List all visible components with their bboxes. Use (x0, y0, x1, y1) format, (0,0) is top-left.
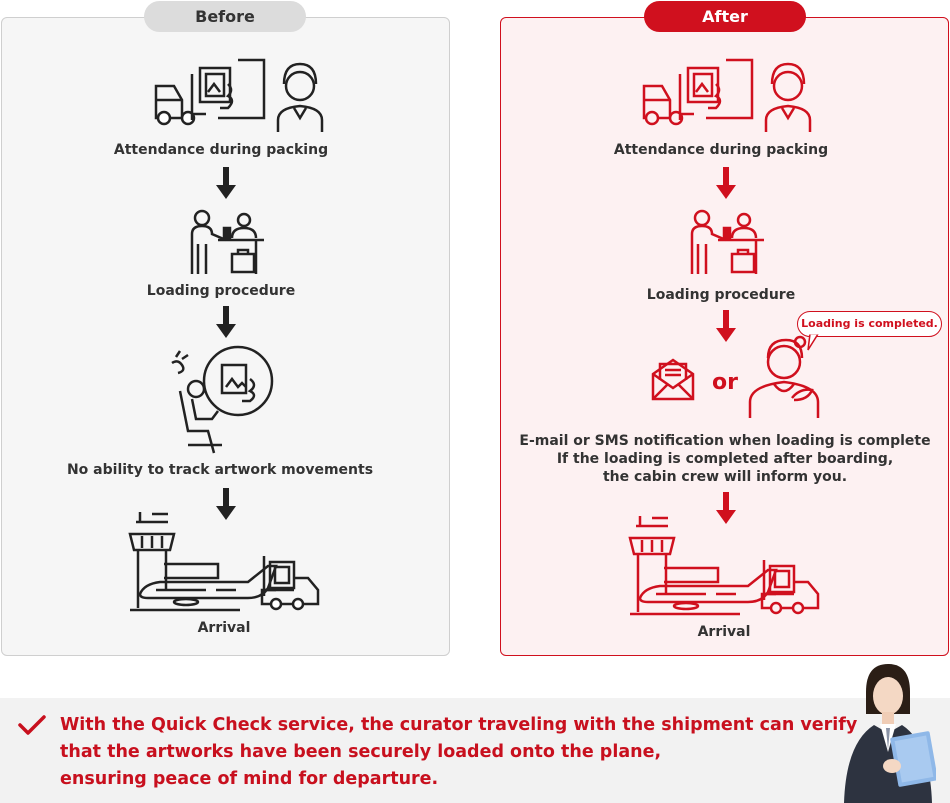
after-arrow-1 (716, 167, 736, 199)
checkmark-icon (18, 715, 46, 735)
or-label: or (712, 370, 738, 395)
before-arrow-1 (216, 167, 236, 199)
check-in-counter-icon-after (690, 209, 764, 274)
worried-passenger-icon (171, 345, 274, 454)
after-step-2-label: Loading procedure (646, 287, 796, 303)
forklift-artwork-icon-after (642, 58, 812, 132)
notification-line-2: If the loading is completed after boardi… (556, 451, 894, 467)
notification-line-3: the cabin crew will inform you. (602, 469, 848, 485)
after-step-1-label: Attendance during packing (613, 142, 829, 158)
before-arrow-3 (216, 488, 236, 520)
airport-arrival-icon-after (628, 516, 820, 616)
after-step-3-label: Arrival (697, 624, 751, 640)
before-arrow-2 (216, 306, 236, 338)
before-title: Before (144, 1, 306, 32)
before-step-3-label: No ability to track artwork movements (66, 462, 374, 478)
footer-line-3: ensuring peace of mind for departure. (60, 769, 439, 789)
speech-bubble: Loading is completed. (797, 311, 942, 337)
after-title: After (644, 1, 806, 32)
curator-illustration (844, 664, 936, 803)
before-step-4-label: Arrival (197, 620, 251, 636)
mail-icon (651, 358, 695, 401)
footer-line-2: that the artworks have been securely loa… (60, 742, 662, 762)
cabin-crew-icon (748, 335, 820, 418)
footer-line-1: With the Quick Check service, the curato… (60, 715, 858, 735)
before-step-1-label: Attendance during packing (113, 142, 329, 158)
forklift-artwork-icon (154, 58, 324, 132)
check-in-counter-icon (190, 209, 264, 274)
after-arrow-2 (716, 310, 736, 342)
footer-band (0, 698, 950, 803)
airport-arrival-icon (128, 512, 320, 612)
before-step-2-label: Loading procedure (146, 283, 296, 299)
after-arrow-3 (716, 492, 736, 524)
footer-message: With the Quick Check service, the curato… (60, 712, 857, 793)
speech-bubble-tail (807, 334, 819, 351)
notification-line-1: E-mail or SMS notification when loading … (519, 433, 931, 449)
notification-text: E-mail or SMS notification when loading … (519, 432, 930, 486)
